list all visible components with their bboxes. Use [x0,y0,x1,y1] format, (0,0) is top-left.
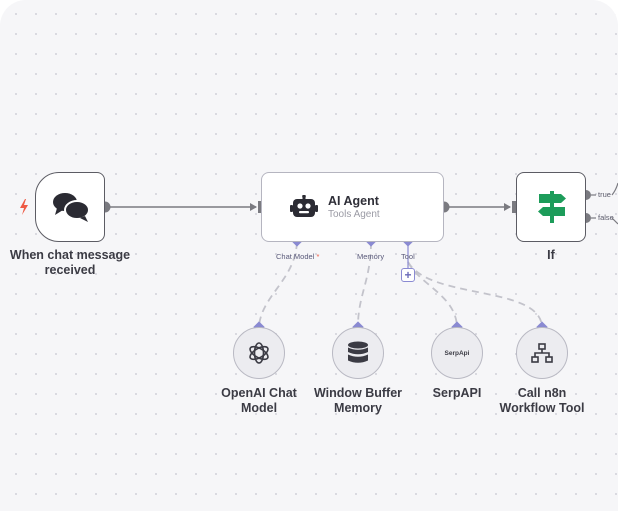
memory-port-label: Memory [357,252,385,261]
serpapi-label: SerpAPI [432,386,482,400]
if-label: If [547,248,555,262]
if-input-port[interactable] [512,201,517,213]
serpapi-logo-text: SerpApi [444,349,470,357]
edge-arrow [250,203,257,211]
chat-trigger-label-line1: When chat message [9,248,131,262]
edge-memory [357,241,372,327]
memory-label-line2: Memory [334,401,382,415]
database-icon [348,341,368,363]
if-true-label: true [598,190,611,199]
if-node[interactable] [516,172,586,242]
if-false-label: false [598,213,614,222]
signpost-icon [538,191,566,223]
edge-chat-model [258,241,298,327]
chat-trigger-label: When chat message received [0,248,140,278]
ai-agent-node[interactable]: AI Agent Tools Agent [261,172,444,242]
serpapi-node[interactable]: SerpApi [431,327,483,379]
add-tool-plus-icon: + [404,268,412,282]
workflow-tool-label-line2: Workflow Tool [499,401,585,415]
tool-port-label: Tool [401,252,415,261]
edge-arrow [504,203,511,211]
chat-trigger-node[interactable] [35,172,105,242]
openai-label: OpenAI Chat Model [209,386,309,416]
ai-agent-title: AI Agent [328,194,379,208]
call-workflow-tool-node[interactable] [516,327,568,379]
window-buffer-memory-node[interactable] [332,327,384,379]
edge-serpapi [407,261,458,327]
workflow-tool-label: Call n8n Workflow Tool [492,386,592,416]
edge-workflow-tool [407,261,543,327]
ai-agent-subtitle: Tools Agent [328,209,380,220]
robot-icon [290,195,318,217]
openai-label-line2: Model [240,401,278,415]
memory-label-line1: Window Buffer [313,386,403,400]
chat-model-port-text: Chat Model [276,252,315,261]
memory-label: Window Buffer Memory [303,386,413,416]
add-tool-button[interactable]: + [401,268,415,282]
workflow-tool-label-line1: Call n8n [517,386,567,400]
chat-trigger-label-line2: received [44,263,96,277]
openai-icon [249,342,269,364]
if-true-edge [611,182,618,196]
openai-chat-model-node[interactable] [233,327,285,379]
openai-label-line1: OpenAI Chat [221,386,297,400]
chat-bubbles-icon [53,193,90,222]
agent-input-port[interactable] [258,201,263,213]
sitemap-icon [531,343,553,363]
required-mark: * [316,252,320,261]
chat-model-port-label: Chat Model * [276,252,319,261]
lightning-icon [20,199,28,215]
